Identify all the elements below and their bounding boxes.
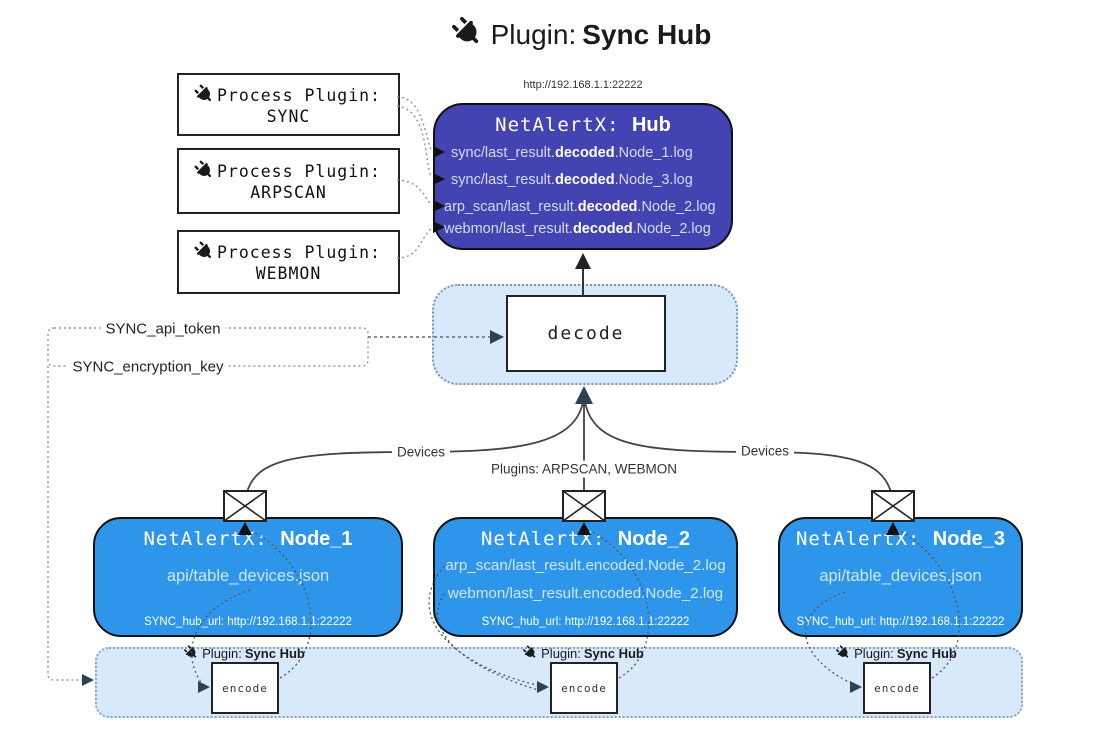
encode-box[interactable]: encode <box>550 662 618 714</box>
process-plugin-label: Process Plugin: <box>216 162 381 181</box>
sync-encryption-key-label: SYNC_encryption_key <box>67 358 229 376</box>
process-plugin-label: Process Plugin: <box>216 243 381 262</box>
plug-icon <box>191 157 221 187</box>
plugins-center-label: Plugins: ARPSCAN, WEBMON <box>485 460 683 478</box>
node-title: NetAlertX: Node_2 <box>480 528 691 550</box>
plug-icon <box>446 11 493 58</box>
netalertx-hub-box[interactable]: NetAlertX: Hub sync/last_result.decoded.… <box>433 103 733 250</box>
process-plugin-sync[interactable]: Process Plugin: SYNC <box>177 73 400 136</box>
hub-log-line: sync/last_result.decoded.Node_3.log <box>451 172 693 188</box>
hub-log-line: webmon/last_result.decoded.Node_2.log <box>444 221 711 237</box>
plugin-to-hub-connectors <box>396 96 432 259</box>
devices-right-label: Devices <box>735 442 795 460</box>
node-file: api/table_devices.json <box>166 567 330 585</box>
plug-icon <box>181 643 203 665</box>
process-plugin-name: ARPSCAN <box>250 183 327 202</box>
node-title: NetAlertX: Node_1 <box>143 528 353 550</box>
encode-section-label: Plugin: Sync Hub <box>837 645 957 662</box>
hub-log-line: sync/last_result.decoded.Node_1.log <box>451 145 693 161</box>
netalertx-node2-box[interactable]: NetAlertX: Node_2 arp_scan/last_result.e… <box>433 517 738 637</box>
node-file: arp_scan/last_result.encoded.Node_2.log <box>445 557 726 574</box>
process-plugin-webmon[interactable]: Process Plugin: WEBMON <box>177 230 400 294</box>
envelope-icon <box>223 490 267 522</box>
hub-log-line: arp_scan/last_result.decoded.Node_2.log <box>444 199 716 215</box>
title-prefix: Plugin: <box>490 18 577 50</box>
bar-in-arrowhead <box>82 674 94 686</box>
devices-left-label: Devices <box>391 443 451 461</box>
process-plugin-arpscan[interactable]: Process Plugin: ARPSCAN <box>177 148 400 214</box>
decode-box[interactable]: decode <box>506 295 666 372</box>
plug-icon <box>191 238 221 268</box>
node-hub-url: SYNC_hub_url: http://192.168.1.1:22222 <box>144 616 352 628</box>
process-plugin-name: SYNC <box>266 106 311 126</box>
encode-box[interactable]: encode <box>211 662 279 714</box>
node-file: api/table_devices.json <box>819 567 982 585</box>
encode-box[interactable]: encode <box>863 662 931 714</box>
plug-icon <box>191 80 221 110</box>
envelope-icon <box>562 490 606 522</box>
devices-curves <box>246 398 892 493</box>
netalertx-node3-box[interactable]: NetAlertX: Node_3 api/table_devices.json… <box>778 517 1023 637</box>
title-name: Sync Hub <box>582 18 712 50</box>
envelope-icon <box>871 490 915 522</box>
decode-bottom-arrowhead <box>575 386 593 404</box>
node-hub-url: SYNC_hub_url: http://192.168.1.1:22222 <box>796 616 1005 628</box>
process-plugin-name: WEBMON <box>255 264 322 283</box>
plug-icon <box>833 643 855 665</box>
hub-url-label: http://192.168.1.1:22222 <box>523 79 643 91</box>
encode-section-label: Plugin: Sync Hub <box>185 645 305 662</box>
node-file: webmon/last_result.encoded.Node_2.log <box>447 585 724 602</box>
process-plugin-label: Process Plugin: <box>216 85 381 105</box>
page-title: Plugin: Sync Hub <box>455 16 712 53</box>
sync-api-token-label: SYNC_api_token <box>100 320 226 338</box>
node-hub-url: SYNC_hub_url: http://192.168.1.1:22222 <box>481 616 690 628</box>
encode-section-label: Plugin: Sync Hub <box>524 645 644 662</box>
node-title: NetAlertX: Node_3 <box>795 528 1006 550</box>
hub-title: NetAlertX: Hub <box>495 114 671 136</box>
netalertx-node1-box[interactable]: NetAlertX: Node_1 api/table_devices.json… <box>93 517 403 637</box>
plug-icon <box>520 643 542 665</box>
